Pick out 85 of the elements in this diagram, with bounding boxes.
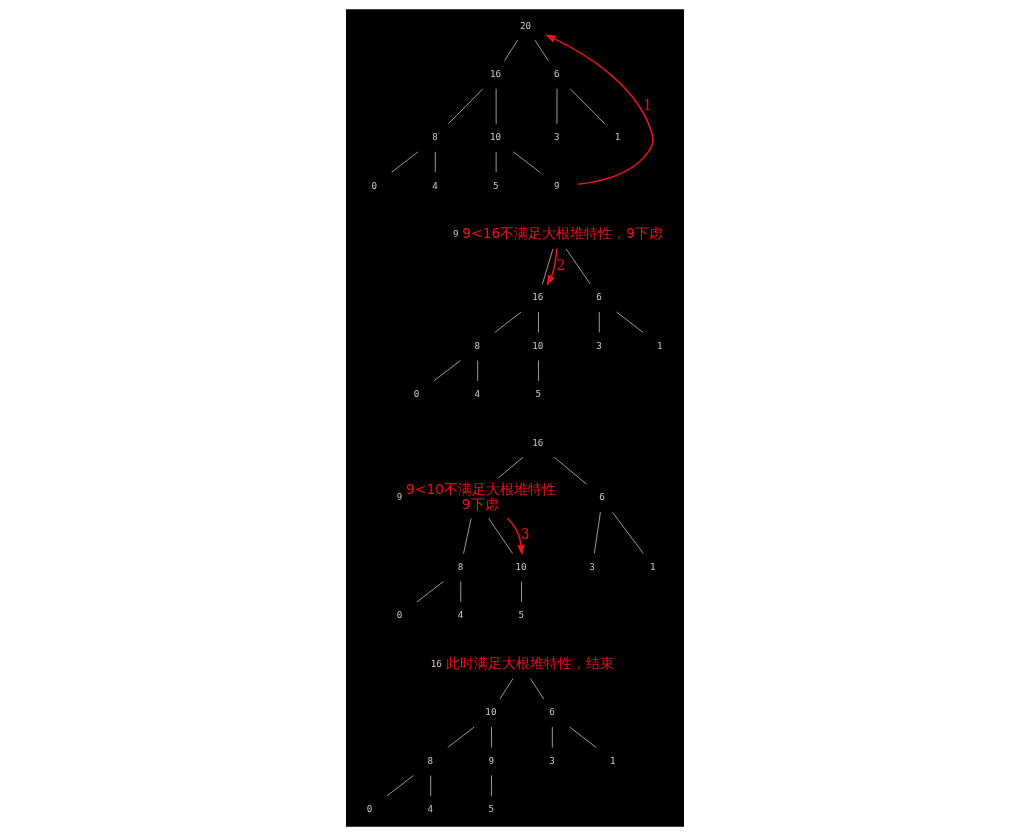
arrow [544, 34, 654, 186]
node-label: 9<16不满足大根堆特性，9下虑 [461, 225, 663, 242]
node-text: 16 [430, 657, 442, 669]
node-text: 1 [649, 560, 656, 572]
connector [541, 248, 553, 285]
connector [537, 311, 539, 333]
node-text: 9 [487, 754, 494, 766]
node-text: 0 [396, 609, 402, 621]
connector [569, 88, 605, 125]
node-text: 0 [366, 803, 372, 815]
connector [493, 311, 522, 333]
arrow [546, 247, 557, 286]
node-text: 16 [531, 436, 543, 448]
connector [529, 678, 544, 700]
node-text: 9 [553, 179, 559, 191]
connector [459, 581, 461, 603]
node-text: 1 [656, 339, 663, 351]
node-text: 4 [457, 609, 463, 621]
node-text: 10 [531, 339, 543, 351]
connector [434, 151, 436, 173]
connector [568, 726, 596, 748]
node-text: 16 [531, 291, 543, 303]
connector [390, 151, 418, 173]
node-text: 3 [548, 754, 555, 766]
node-text: 9 [452, 228, 459, 240]
node-text: 20 [519, 19, 531, 31]
node-text: 10 [484, 706, 496, 718]
node-label: 9<10不满足大根堆特性 [405, 480, 556, 497]
node-text: 4 [427, 803, 433, 815]
node-label: 9下虑 [461, 496, 499, 513]
connector [553, 456, 587, 485]
connector [490, 775, 492, 797]
connector [503, 39, 518, 62]
connector [615, 311, 643, 333]
node-text: 16 [489, 68, 501, 79]
connector [611, 511, 644, 554]
connector [537, 360, 539, 382]
connector [534, 39, 549, 62]
node-text: 3 [588, 560, 595, 572]
node-text: 6 [598, 491, 605, 503]
node-text: 8 [431, 131, 438, 143]
node-text: 8 [427, 754, 433, 766]
node-text: 3 [595, 339, 602, 351]
connector [386, 775, 414, 797]
node-text: 10 [514, 560, 526, 572]
connector [551, 726, 553, 748]
node-text: 5 [534, 388, 541, 400]
node-text: 0 [413, 388, 419, 400]
connector [499, 678, 513, 700]
connector [487, 518, 513, 554]
node-text: 8 [474, 339, 480, 351]
node-text: 6 [548, 706, 555, 718]
connector [593, 511, 601, 554]
node-text: 6 [595, 291, 602, 303]
node-text: 5 [487, 803, 494, 815]
connector [565, 248, 591, 285]
node-text: 3 [553, 131, 559, 143]
node-text: 0 [370, 179, 377, 191]
node-text: 5 [492, 179, 499, 191]
edge-label: 2 [555, 256, 565, 273]
node-text: 4 [431, 179, 438, 191]
connector [490, 726, 492, 748]
connector [497, 456, 523, 479]
node-text: 1 [609, 754, 616, 766]
connector [462, 518, 471, 554]
node-text: 9 [396, 491, 402, 503]
connector [447, 88, 483, 125]
connector [446, 726, 475, 748]
edge-label: 3 [520, 526, 530, 543]
arrow [505, 517, 525, 556]
connector [476, 360, 478, 382]
connector [598, 311, 600, 333]
connector [433, 360, 461, 382]
node-text: 4 [474, 388, 480, 400]
node-text: 6 [553, 68, 559, 79]
edge-label: 1 [642, 96, 652, 113]
node-text: 8 [457, 560, 463, 572]
node-label: 此时满足大根堆特性，结束 [445, 654, 614, 671]
connector [512, 151, 540, 173]
node-text: 5 [517, 609, 524, 621]
node-text: 10 [489, 131, 501, 143]
node-text: 1 [614, 131, 620, 143]
connector [520, 581, 522, 603]
connector [416, 581, 444, 603]
connector [429, 775, 431, 797]
